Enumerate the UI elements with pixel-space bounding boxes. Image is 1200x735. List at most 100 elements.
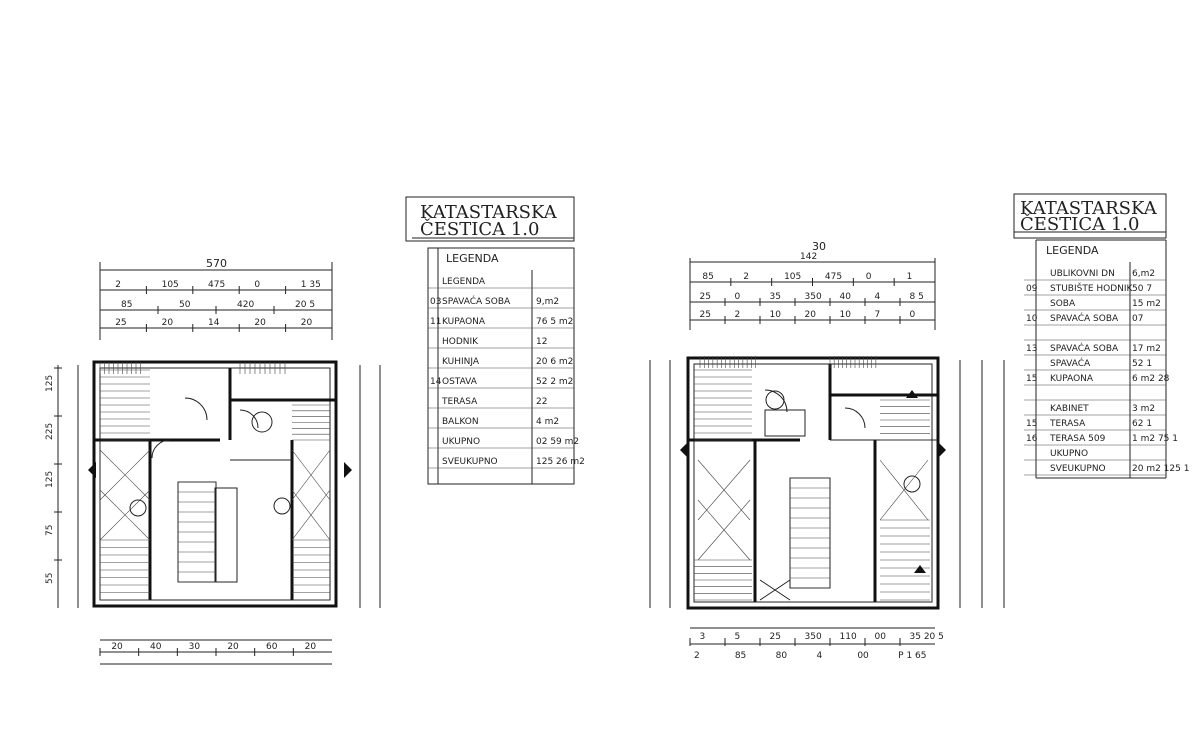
right-dim-row0: 142 xyxy=(800,252,817,262)
legend-row-area: 07 xyxy=(1132,314,1143,324)
legend-row-name: STUBIŠTE HODNIK xyxy=(1050,282,1134,294)
legend-row-name: KUPAONA xyxy=(442,317,486,327)
right-dim-label: 10 xyxy=(840,310,852,320)
right-outer-wall xyxy=(686,356,940,610)
legend-row-area: 50 7 xyxy=(1132,284,1152,294)
right-dim-label: 85 xyxy=(735,651,746,661)
left-dim-label: 225 xyxy=(45,423,55,440)
legend-row-name: SPAVAĆA SOBA xyxy=(1050,342,1119,354)
left-stair-hatch xyxy=(99,449,331,541)
right-dim-label: 00 xyxy=(857,651,869,661)
left-fixture-circle xyxy=(251,411,273,433)
legend-row-name: OSTAVA xyxy=(442,377,478,387)
left-outer-wall xyxy=(92,360,338,608)
left-dim-label: 75 xyxy=(45,525,55,536)
legend-row-area: 22 xyxy=(536,397,547,407)
left-dim-overall: 570 xyxy=(206,257,227,270)
right-dim-label: 3 xyxy=(700,632,706,642)
right-dim-label: 110 xyxy=(840,632,857,642)
right-legend-heading: LEGENDA xyxy=(1046,244,1099,257)
right-door-swing xyxy=(764,389,788,413)
legend-row-name: UKUPNO xyxy=(442,437,480,447)
left-title-line-2: ČESTICA 1.0 xyxy=(420,217,539,240)
right-dim-label: 80 xyxy=(776,651,788,661)
left-dim-label: 50 xyxy=(179,300,191,310)
left-dim-label: 20 xyxy=(111,642,123,652)
legend-row-name: KUHINJA xyxy=(442,357,480,367)
right-dim-label: 105 xyxy=(784,272,801,282)
legend-row-area: 52 1 xyxy=(1132,359,1152,369)
right-dim-label: 25 xyxy=(700,310,711,320)
legend-row-number: 10 xyxy=(1026,314,1038,324)
legend-row-number: 15 xyxy=(1026,374,1037,384)
legend-row-area: 20 m2 125 1 xyxy=(1132,464,1189,474)
right-dim-label: 350 xyxy=(805,292,822,302)
right-dim-label: 25 xyxy=(770,632,781,642)
right-title-line-2: ČESTICA 1.0 xyxy=(1020,212,1139,235)
legend-row-name: UKUPNO xyxy=(1050,449,1088,459)
right-stair-hatch xyxy=(697,459,929,561)
left-dim-label: 85 xyxy=(121,300,132,310)
legend-row-number: 13 xyxy=(1026,344,1037,354)
right-windows xyxy=(699,356,877,368)
right-dim-label: 475 xyxy=(825,272,842,282)
right-dim-label: 20 xyxy=(805,310,817,320)
right-dim-label: 350 xyxy=(805,632,822,642)
left-dim-label: 40 xyxy=(150,642,162,652)
left-dim-label: 20 xyxy=(162,318,174,328)
right-stair-treads xyxy=(694,369,930,601)
legend-row-area: 6,m2 xyxy=(1132,269,1155,279)
right-dim-label: 1 xyxy=(907,272,913,282)
right-dim-label: 5 xyxy=(735,632,741,642)
legend-row-name: SVEUKUPNO xyxy=(1050,464,1106,474)
left-dim-label: 20 xyxy=(301,318,313,328)
left-title-line-1: KATASTARSKA xyxy=(420,202,558,223)
legend-row-number: 11 xyxy=(430,317,441,327)
left-dim-label: 14 xyxy=(208,318,220,328)
legend-row-name: SVEUKUPNO xyxy=(442,457,498,467)
legend-row-area: 02 59 m2 xyxy=(536,437,579,447)
legend-row-area: 15 m2 xyxy=(1132,299,1161,309)
left-dim-label: 125 xyxy=(45,375,55,392)
legend-row-number: 03 xyxy=(430,297,441,307)
right-title-line-1: KATASTARSKA xyxy=(1020,198,1158,219)
left-stair-treads xyxy=(100,369,330,601)
legend-row-name: SPAVAĆA xyxy=(1050,357,1091,369)
right-dim-label: P 1 65 xyxy=(898,651,926,661)
legend-row-number: 14 xyxy=(430,377,442,387)
left-windows xyxy=(99,362,286,374)
right-dim-label: 2 xyxy=(743,272,749,282)
legend-row-name: SPAVAĆA SOBA xyxy=(442,295,511,307)
legend-row-area: 17 m2 xyxy=(1132,344,1161,354)
legend-row-name: SPAVAĆA SOBA xyxy=(1050,312,1119,324)
left-dim-label: 475 xyxy=(208,280,225,290)
left-dim-label: 105 xyxy=(162,280,179,290)
legend-row-name: SOBA xyxy=(1050,299,1076,309)
legend-row-area: 6 m2 28 xyxy=(1132,374,1170,384)
right-dim-label: 8 5 xyxy=(910,292,924,302)
legend-row-number: 15 xyxy=(1026,419,1037,429)
right-dim-overall: 30 xyxy=(812,240,826,253)
legend-row-name: LEGENDA xyxy=(442,277,486,287)
legend-row-number: 16 xyxy=(1026,434,1038,444)
legend-row-name: TERASA 509 xyxy=(1049,434,1106,444)
left-dim-label: 20 xyxy=(254,318,266,328)
right-dim-label: 0 xyxy=(735,292,741,302)
right-section-marker xyxy=(680,442,688,458)
left-dim-label: 20 xyxy=(305,642,317,652)
legend-row-name: TERASA xyxy=(441,397,478,407)
legend-row-name: KABINET xyxy=(1050,404,1089,414)
left-dim-label: 20 5 xyxy=(295,300,315,310)
right-dim-label: 2 xyxy=(735,310,741,320)
legend-row-area: 125 26 m2 xyxy=(536,457,585,467)
right-dim-label: 4 xyxy=(875,292,881,302)
right-fixture-circle xyxy=(765,390,785,410)
left-dim-label: 55 xyxy=(45,573,55,584)
left-dim-label: 30 xyxy=(189,642,201,652)
legend-row-area: 20 6 m2 xyxy=(536,357,573,367)
legend-row-area: 4 m2 xyxy=(536,417,559,427)
